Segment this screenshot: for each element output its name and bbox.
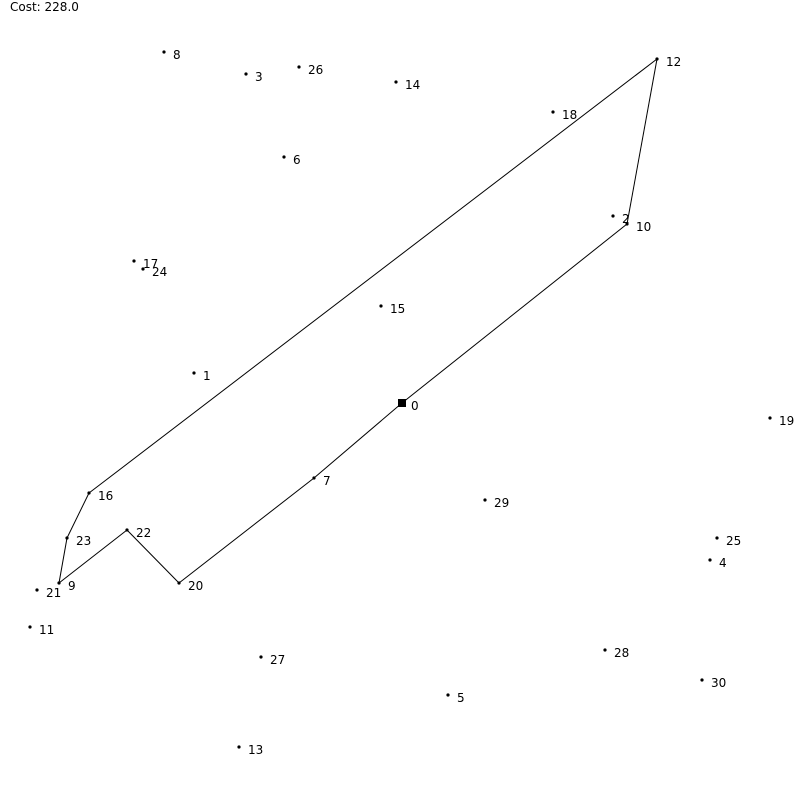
node-label-26: 26 (308, 63, 323, 77)
node-label-4: 4 (719, 556, 727, 570)
node-point-25 (715, 536, 719, 540)
node-point-6 (282, 155, 286, 159)
node-point-16 (87, 491, 91, 495)
node-point-28 (603, 648, 607, 652)
node-label-17: 17 (143, 257, 158, 271)
route-edge-9-22 (58, 529, 128, 584)
node-label-9: 9 (68, 579, 76, 593)
node-point-18 (551, 110, 555, 114)
node-point-15 (379, 304, 383, 308)
node-label-6: 6 (293, 153, 301, 167)
node-point-11 (28, 625, 32, 629)
node-label-15: 15 (390, 302, 405, 316)
node-point-13 (237, 745, 241, 749)
node-label-27: 27 (270, 653, 285, 667)
node-label-13: 13 (248, 743, 263, 757)
node-point-1 (192, 371, 196, 375)
route-edge-16-23 (66, 492, 90, 539)
node-label-21: 21 (46, 586, 61, 600)
node-point-27 (259, 655, 263, 659)
node-label-5: 5 (457, 691, 465, 705)
node-label-14: 14 (405, 78, 420, 92)
node-point-29 (483, 498, 487, 502)
route-edge-0-10 (401, 223, 628, 404)
node-point-9 (57, 581, 61, 585)
route-edge-20-7 (178, 477, 315, 584)
route-edge-7-0 (313, 402, 403, 479)
route-edge-10-12 (626, 58, 658, 225)
node-label-25: 25 (726, 534, 741, 548)
node-point-7 (312, 476, 316, 480)
route-edge-23-9 (58, 537, 68, 584)
node-point-21 (35, 588, 39, 592)
node-point-12 (655, 57, 659, 61)
node-label-11: 11 (39, 623, 54, 637)
node-point-30 (700, 678, 704, 682)
node-point-14 (394, 80, 398, 84)
node-label-7: 7 (323, 474, 331, 488)
node-point-19 (768, 416, 772, 420)
node-point-17 (132, 259, 136, 263)
node-point-10 (625, 222, 629, 226)
node-point-20 (177, 581, 181, 585)
node-label-10: 10 (636, 220, 651, 234)
route-edge-12-16 (88, 58, 658, 494)
node-label-16: 16 (98, 489, 113, 503)
node-label-22: 22 (136, 526, 151, 540)
node-point-24 (141, 267, 145, 271)
node-label-8: 8 (173, 48, 181, 62)
node-label-24: 24 (152, 265, 167, 279)
node-point-3 (244, 72, 248, 76)
node-label-29: 29 (494, 496, 509, 510)
node-point-4 (708, 558, 712, 562)
cost-readout: Cost: 228.0 (10, 0, 79, 14)
node-point-5 (446, 693, 450, 697)
node-label-28: 28 (614, 646, 629, 660)
node-label-23: 23 (76, 534, 91, 548)
node-point-2 (611, 214, 615, 218)
node-point-8 (162, 50, 166, 54)
node-label-12: 12 (666, 55, 681, 69)
depot-marker (398, 399, 406, 407)
node-label-20: 20 (188, 579, 203, 593)
node-point-22 (125, 528, 129, 532)
node-label-0: 0 (411, 399, 419, 413)
node-label-19: 19 (779, 414, 794, 428)
route-edge-22-20 (126, 529, 180, 584)
node-point-23 (65, 536, 69, 540)
node-point-26 (297, 65, 301, 69)
node-label-3: 3 (255, 70, 263, 84)
node-label-1: 1 (203, 369, 211, 383)
node-label-2: 2 (622, 212, 630, 226)
node-label-18: 18 (562, 108, 577, 122)
node-label-30: 30 (711, 676, 726, 690)
